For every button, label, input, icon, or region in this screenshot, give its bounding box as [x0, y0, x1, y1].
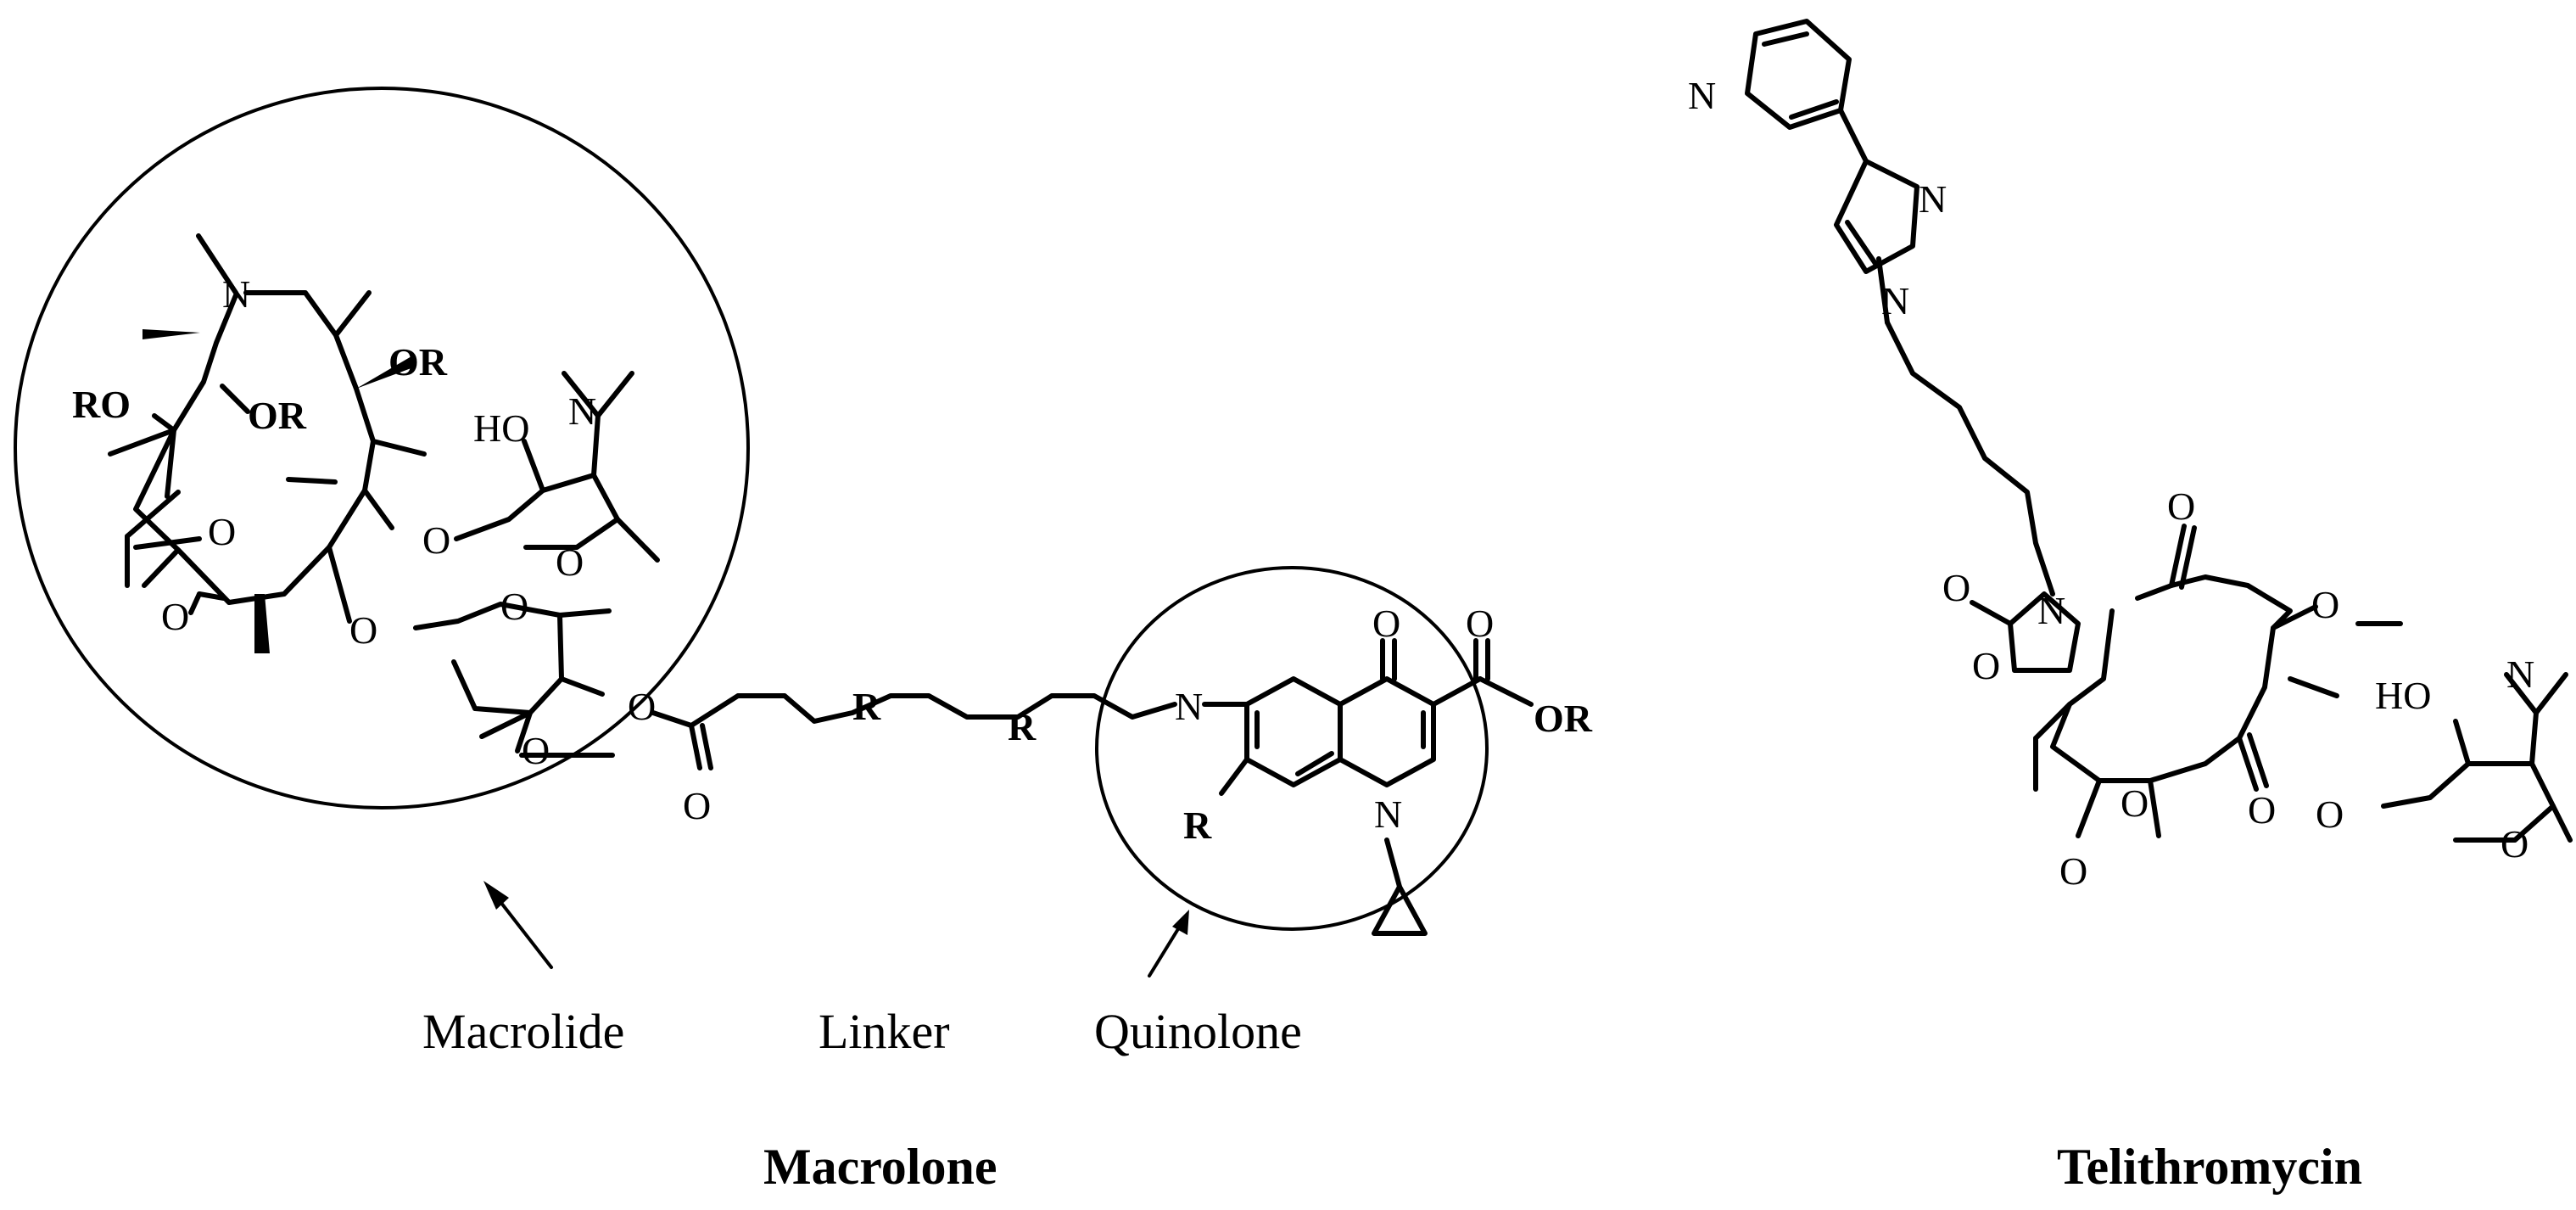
quinolone-benzene: [1244, 676, 1343, 787]
or-group-2: OR: [388, 340, 448, 384]
arrows: [483, 881, 1189, 978]
macrolide-atoms: N RO OR OR O O O O N HO O O O O: [72, 272, 656, 772]
glycoside-o-2: O: [349, 608, 377, 652]
lactone-carbonyl-o: O: [2059, 849, 2087, 893]
cladinose-ring-o: O: [500, 585, 528, 628]
quinolone-r: R: [1183, 804, 1212, 847]
linker-carbonyl-o: O: [683, 784, 711, 827]
desosamine-ring-o: O: [556, 541, 584, 584]
telithro-dimethylamino-n: N: [2506, 653, 2534, 696]
imidazole-n-1: N: [1919, 177, 1947, 221]
ro-group: RO: [72, 383, 131, 426]
ester-o: O: [628, 685, 656, 728]
pyridine-n: N: [1688, 74, 1716, 117]
carbamate-n: N: [2037, 589, 2065, 632]
macrolide-ring-bonds: [133, 290, 376, 605]
quinolone-pyridone: [1338, 676, 1436, 787]
imidazole-ring: [1834, 159, 1919, 274]
ketone-o-2: O: [2248, 788, 2276, 832]
glycoside-o-1: O: [422, 518, 450, 562]
dimethylamino-n: N: [568, 389, 596, 433]
quinolone-ring-n: N: [1374, 793, 1402, 836]
telithro-glycoside-o: O: [2316, 793, 2344, 836]
macrolide-label: Macrolide: [422, 1004, 624, 1059]
macrolone-title: Macrolone: [763, 1139, 997, 1195]
telithromycin-title: Telithromycin: [2057, 1139, 2362, 1195]
quinolone-keto-o: O: [1372, 602, 1400, 645]
telithro-hydroxyl: HO: [2375, 674, 2431, 717]
or-group-1: OR: [248, 394, 307, 437]
desosamine-ring: [454, 473, 620, 550]
methoxy-o: O: [522, 729, 550, 772]
quinolone-atoms: N O O OR R N: [1175, 602, 1593, 847]
quinolone-amine-n: N: [1175, 685, 1203, 728]
telithromycin-atoms: N N N N O O O O O O O O HO N O: [1688, 74, 2534, 893]
macrolide-circle: [14, 87, 750, 809]
carbonyl-o: O: [161, 595, 189, 638]
imidazole-n-2: N: [1881, 279, 1909, 322]
carbamate-carbonyl-o: O: [1942, 566, 1970, 609]
quinolone-or: OR: [1534, 697, 1593, 740]
linker-r-2: R: [1008, 705, 1037, 748]
cladinose-ring: [413, 602, 564, 715]
linker-chain: O R R: [651, 685, 1177, 827]
lactone-ring-o: O: [2121, 781, 2149, 825]
telithromycin-structure: [1745, 19, 2573, 843]
ring-n-atom: N: [222, 272, 250, 316]
hydroxyl-group: HO: [473, 406, 529, 450]
linker-label: Linker: [819, 1004, 950, 1059]
carbamate-ring-o: O: [1972, 644, 2000, 687]
quinolone-acid-o: O: [1466, 602, 1494, 645]
linker-r-1: R: [852, 685, 881, 728]
telithro-sugar-ring-o: O: [2501, 822, 2529, 865]
ketone-o-1: O: [2167, 485, 2195, 528]
quinolone-circle: [1095, 566, 1489, 931]
quinolone-region: [1095, 566, 1534, 936]
telithro-methoxy-o: O: [2311, 583, 2339, 626]
macrolide-region: [14, 87, 750, 809]
lactone-o: O: [208, 510, 236, 553]
quinolone-label: Quinolone: [1094, 1004, 1302, 1059]
